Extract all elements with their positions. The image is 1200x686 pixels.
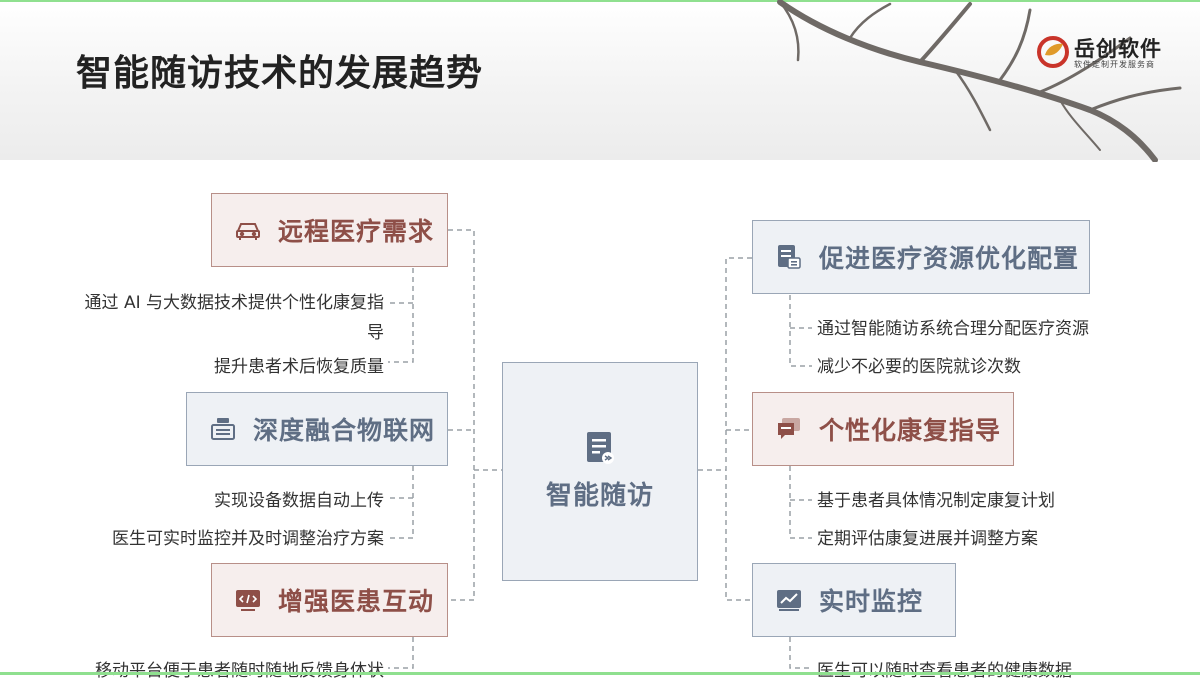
branch-label: 促进医疗资源优化配置 <box>819 244 1080 273</box>
branch-item: 实现设备数据自动上传 <box>214 491 384 511</box>
center-node[interactable]: 智能随访 <box>502 362 698 581</box>
branch-resource-optimization[interactable]: 促进医疗资源优化配置 <box>752 220 1090 294</box>
branch-label: 深度融合物联网 <box>253 416 436 445</box>
brand-logo: 岳创软件 软件定制开发服务商 <box>1036 33 1166 73</box>
branch-item: 基于患者具体情况制定康复计划 <box>817 491 1055 511</box>
branch-item: 减少不必要的医院就诊次数 <box>817 357 1021 377</box>
branch-decoration <box>777 0 1182 162</box>
branch-item: 提升患者术后恢复质量 <box>214 357 384 377</box>
logo-name: 岳创软件 <box>1074 37 1162 61</box>
branch-real-time-monitoring[interactable]: 实时监控 <box>752 563 956 637</box>
car-icon <box>234 216 262 244</box>
branch-iot-integration[interactable]: 深度融合物联网 <box>186 392 448 466</box>
center-label: 智能随访 <box>545 481 654 511</box>
logo-leaf-icon <box>1037 36 1069 68</box>
chat-icon <box>775 415 803 443</box>
page-title: 智能随访技术的发展趋势 <box>76 53 484 94</box>
branch-doctor-patient-interaction[interactable]: 增强医患互动 <box>211 563 448 637</box>
line-chart-icon <box>775 586 803 614</box>
branch-remote-medical-demand[interactable]: 远程医疗需求 <box>211 193 448 267</box>
branch-label: 实时监控 <box>819 587 924 616</box>
branch-item: 移动平台便于患者随时随地反馈身体状 <box>95 661 384 681</box>
report-icon <box>775 243 803 271</box>
device-stack-icon <box>209 415 237 443</box>
branch-label: 个性化康复指导 <box>819 416 1002 445</box>
code-window-icon <box>234 586 262 614</box>
document-icon <box>587 432 614 464</box>
branch-item: 通过 AI 与大数据技术提供个性化康复指导 <box>84 293 384 343</box>
top-accent-line <box>0 0 1200 2</box>
branch-label: 远程医疗需求 <box>278 217 435 246</box>
logo-tagline: 软件定制开发服务商 <box>1074 60 1155 69</box>
branch-item: 医生可实时监控并及时调整治疗方案 <box>112 529 384 549</box>
bottom-accent-line <box>0 672 1200 675</box>
branch-item: 医生可以随时查看患者的健康数据 <box>817 661 1072 681</box>
branch-item: 定期评估康复进展并调整方案 <box>817 529 1038 549</box>
branch-personalized-rehab[interactable]: 个性化康复指导 <box>752 392 1014 466</box>
branch-label: 增强医患互动 <box>278 587 435 616</box>
branch-item: 通过智能随访系统合理分配医疗资源 <box>817 319 1089 339</box>
